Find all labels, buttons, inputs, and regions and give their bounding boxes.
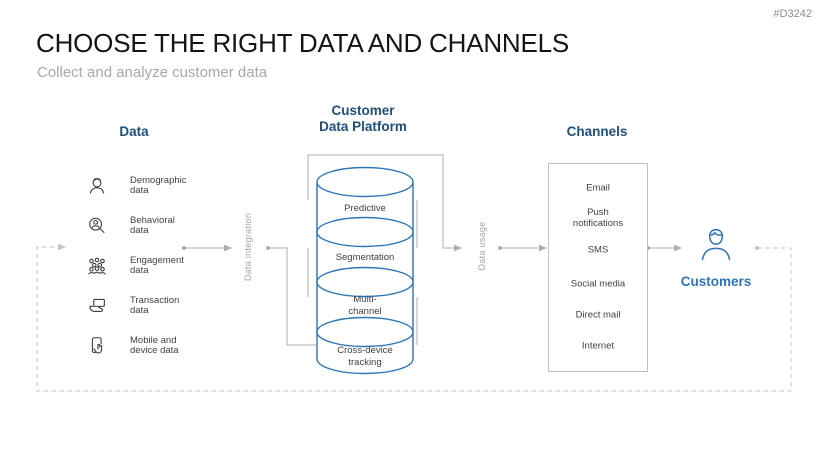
channel-item: Direct mail xyxy=(575,309,621,321)
data-item-label: Mobile and device data xyxy=(130,334,179,356)
data-item-label: Engagement data xyxy=(130,254,184,276)
behavioral-icon xyxy=(89,217,105,234)
cylinder-label-segmentation: Segmentation xyxy=(335,252,395,263)
channel-item: Push notifications xyxy=(572,207,624,229)
mobile-icon xyxy=(91,337,103,354)
engagement-icon xyxy=(88,257,106,275)
connector-lines xyxy=(184,154,676,346)
channel-item: SMS xyxy=(587,244,609,256)
channels-box: Email Push notifications SMS Social medi… xyxy=(548,163,648,372)
list-item: Mobile and device data xyxy=(86,326,200,366)
demographic-icon xyxy=(89,178,105,194)
list-item: Transaction data xyxy=(86,286,200,326)
list-item: Behavioral data xyxy=(86,206,200,246)
cylinder-cross-device xyxy=(316,316,414,375)
cylinder-label-multi-channel: Multi- channel xyxy=(348,294,382,317)
data-source-list: Demographic data Behavioral data Engagem… xyxy=(86,166,200,366)
cylinder-label-cross-device: Cross-device tracking xyxy=(337,345,393,368)
data-item-label: Demographic data xyxy=(130,174,187,196)
feedback-loop xyxy=(36,243,792,392)
page-subtitle: Collect and analyze customer data xyxy=(37,64,268,81)
page-title: CHOOSE THE RIGHT DATA AND CHANNELS xyxy=(36,28,570,58)
transaction-icon xyxy=(89,298,105,312)
channels-title: Channels xyxy=(566,124,628,139)
cdp-cylinders xyxy=(316,166,414,375)
data-column-title: Data xyxy=(119,124,149,139)
list-item: Demographic data xyxy=(86,166,200,206)
data-item-label: Transaction data xyxy=(130,294,180,316)
channel-item: Social media xyxy=(570,278,626,290)
cylinder-label-predictive: Predictive xyxy=(344,203,386,214)
data-item-label: Behavioral data xyxy=(130,214,175,236)
customer-person-icon xyxy=(701,228,731,261)
list-item: Engagement data xyxy=(86,246,200,286)
platform-title: Customer Data Platform xyxy=(319,103,407,134)
slide-id-tag: #D3242 xyxy=(773,8,812,20)
customers-label: Customers xyxy=(680,274,752,289)
channel-item: Internet xyxy=(581,340,615,352)
data-integration-label: Data integration xyxy=(243,212,253,282)
data-usage-label: Data usage xyxy=(477,221,487,271)
channel-item: Email xyxy=(586,182,610,194)
